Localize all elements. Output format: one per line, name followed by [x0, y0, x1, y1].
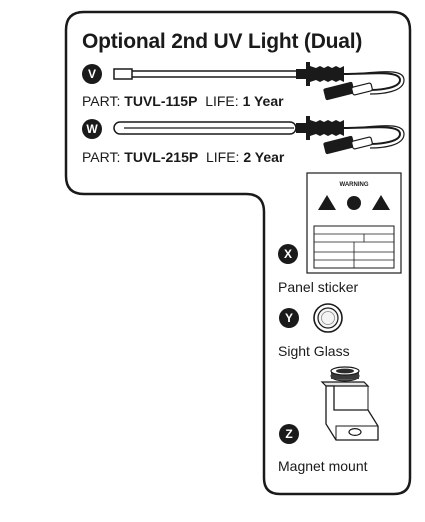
panel-sticker-label: Panel sticker	[278, 279, 359, 295]
item-v-part-line: PART: TUVL-115P LIFE: 1 Year	[82, 93, 284, 109]
item-w-part-line: PART: TUVL-215P LIFE: 2 Year	[82, 149, 285, 165]
item-v-badge: V	[82, 64, 102, 84]
item-z-badge: Z	[279, 424, 299, 444]
magnet-mount-image	[320, 366, 379, 441]
item-x-badge: X	[278, 244, 298, 264]
sight-glass-image	[313, 303, 343, 333]
page-title: Optional 2nd UV Light (Dual)	[82, 30, 363, 53]
panel-sticker-image: WARNING	[306, 172, 402, 274]
magnet-mount-label: Magnet mount	[278, 458, 368, 474]
item-w-part-number: TUVL-215P	[124, 149, 199, 165]
uv-lamp-dual-icon	[113, 116, 405, 155]
item-w-life: 2 Year	[243, 149, 285, 165]
item-v-part-number: TUVL-115P	[124, 93, 198, 109]
sight-glass-label: Sight Glass	[278, 343, 350, 359]
uv-lamp-single-icon	[113, 62, 405, 101]
item-v-life: 1 Year	[242, 93, 284, 109]
item-y-badge: Y	[279, 308, 299, 328]
sticker-warning-text: WARNING	[340, 182, 369, 188]
item-w-badge: W	[82, 119, 102, 139]
